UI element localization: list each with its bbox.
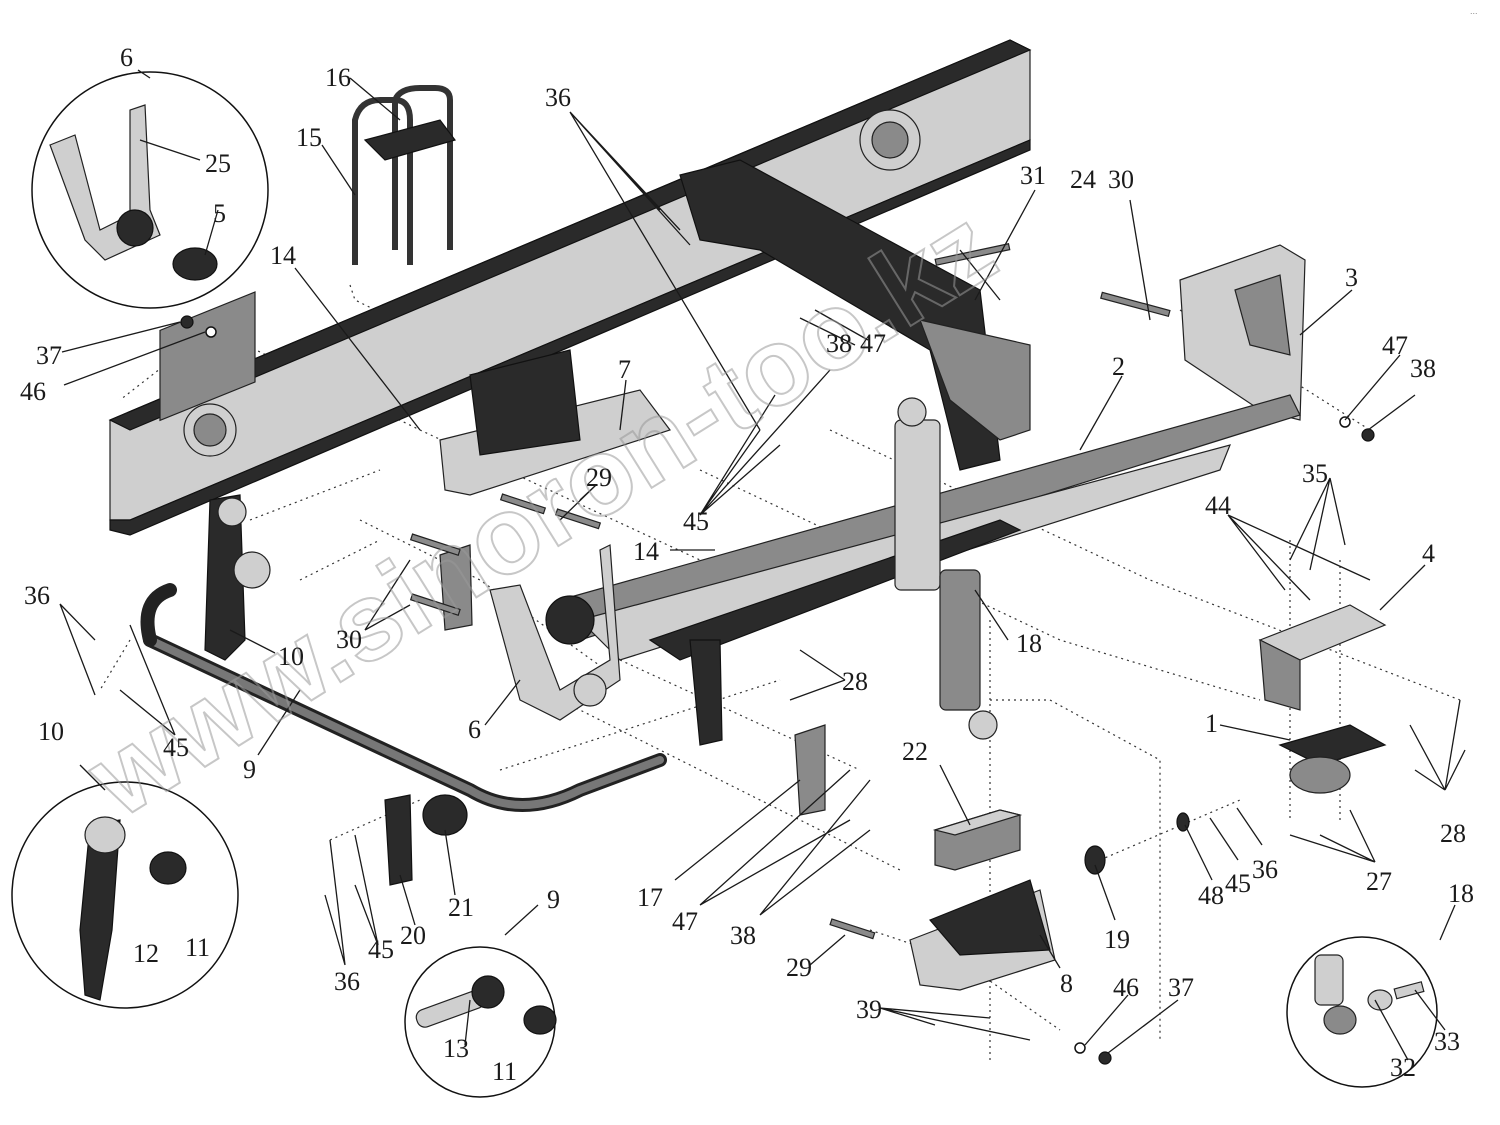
label-17: 17: [637, 883, 663, 912]
small-parts: [180, 243, 1375, 1065]
buffer-1: [1278, 724, 1387, 794]
label-13: 13: [443, 1034, 469, 1063]
label-31: 31: [1020, 161, 1046, 190]
label-38b: 38: [1410, 354, 1436, 383]
label-1: 1: [1205, 709, 1218, 738]
label-38c: 38: [730, 921, 756, 950]
label-28b: 28: [1440, 819, 1466, 848]
label-45c: 45: [1225, 869, 1251, 898]
stabilizer-link-left: [204, 494, 271, 661]
label-29: 29: [586, 463, 612, 492]
u-bolts: [352, 85, 457, 265]
label-28: 28: [842, 667, 868, 696]
pad-4: [1258, 604, 1387, 711]
label-30b: 30: [336, 625, 362, 654]
label-39: 39: [856, 995, 882, 1024]
label-10: 10: [278, 642, 304, 671]
label-6: 6: [120, 43, 133, 72]
front-spring-bracket: [439, 349, 671, 496]
detail-circle-18: [1286, 936, 1438, 1088]
label-22: 22: [902, 737, 928, 766]
detail-circle-6: [31, 71, 269, 309]
label-8: 8: [1060, 969, 1073, 998]
label-14: 14: [270, 241, 296, 270]
label-35: 35: [1302, 459, 1328, 488]
label-33: 33: [1434, 1027, 1460, 1056]
label-27: 27: [1366, 867, 1392, 896]
label-9b: 9: [547, 885, 560, 914]
cross-member: [679, 159, 1031, 471]
label-36c: 36: [1252, 855, 1278, 884]
label-11: 11: [185, 933, 210, 962]
label-46b: 46: [1113, 973, 1139, 1002]
label-46: 46: [20, 377, 46, 406]
corner-mark: ...: [1470, 6, 1478, 16]
rear-spring-bracket: [1179, 244, 1306, 421]
label-45b: 45: [163, 733, 189, 762]
label-38: 38: [826, 329, 852, 358]
label-18: 18: [1016, 629, 1042, 658]
bracket-8: [909, 879, 1056, 991]
stabilizer-bar: [140, 583, 667, 812]
label-45: 45: [683, 507, 709, 536]
callout-labels: 6 25 5 16 15 14 36 31 24 30 3 2 37 46 7 …: [20, 43, 1474, 1086]
label-20: 20: [400, 921, 426, 950]
label-36b: 36: [24, 581, 50, 610]
label-48: 48: [1198, 881, 1224, 910]
label-45d: 45: [368, 935, 394, 964]
shock-absorber: [894, 397, 998, 740]
label-36d: 36: [334, 967, 360, 996]
rubber-block: [932, 809, 1023, 871]
label-6b: 6: [468, 715, 481, 744]
label-47b: 47: [1382, 331, 1408, 360]
label-19: 19: [1104, 925, 1130, 954]
label-18b: 18: [1448, 879, 1474, 908]
label-15: 15: [296, 123, 322, 152]
label-14b: 14: [633, 537, 659, 566]
label-47: 47: [860, 329, 886, 358]
label-4: 4: [1422, 539, 1435, 568]
label-9: 9: [243, 755, 256, 784]
label-44: 44: [1205, 491, 1231, 520]
label-29b: 29: [786, 953, 812, 982]
label-5: 5: [213, 199, 226, 228]
label-25: 25: [205, 149, 231, 178]
detail-circle-10: [11, 781, 239, 1009]
leader-lines: [59, 69, 1466, 1061]
label-24: 24: [1070, 165, 1096, 194]
label-7: 7: [618, 355, 631, 384]
stabilizer-link-right: [689, 639, 723, 746]
label-30: 30: [1108, 165, 1134, 194]
label-3: 3: [1345, 263, 1358, 292]
label-37b: 37: [1168, 973, 1194, 1002]
label-16: 16: [325, 63, 351, 92]
label-12: 12: [133, 939, 159, 968]
bracket-6: [489, 544, 621, 721]
label-47c: 47: [672, 907, 698, 936]
label-2: 2: [1112, 352, 1125, 381]
label-11b: 11: [492, 1057, 517, 1086]
label-36: 36: [545, 83, 571, 112]
label-21: 21: [448, 893, 474, 922]
detail-circle-9: [404, 946, 557, 1098]
label-32: 32: [1390, 1053, 1416, 1082]
label-10b: 10: [38, 717, 64, 746]
label-37: 37: [36, 341, 62, 370]
